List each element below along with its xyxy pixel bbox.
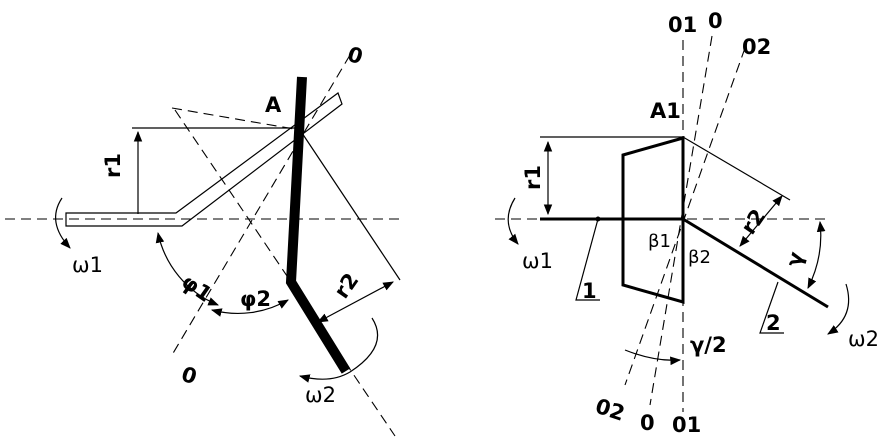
label-omega2-right: ω2 — [848, 327, 879, 351]
input-shaft — [65, 92, 343, 227]
omega1-rotation-arrow — [55, 197, 71, 249]
label-part-1: 1 — [582, 279, 597, 303]
part2-leader — [759, 281, 784, 334]
yoke-body — [621, 136, 685, 304]
output-shaft — [285, 76, 351, 374]
omega1-rotation-arrow-right — [507, 197, 519, 245]
label-r2-right: r2 — [736, 205, 770, 239]
r2-dimension-arrow — [317, 281, 394, 323]
part1-leader — [575, 218, 600, 301]
phi1-arc — [155, 231, 219, 306]
label-01-top: 01 — [668, 13, 697, 37]
left-aux-dash-b — [174, 109, 396, 437]
label-02-bottom: 02 — [592, 394, 627, 426]
left-aux-dash-a — [171, 107, 301, 131]
axis-0-0-line-right — [649, 35, 713, 406]
label-gamma: γ — [782, 249, 809, 269]
label-omega1: ω1 — [72, 253, 103, 277]
label-01-bottom: 01 — [672, 413, 701, 437]
label-omega2: ω2 — [305, 383, 336, 407]
output-shaft-right — [682, 217, 829, 309]
right-figure: A1 01 0 02 01 0 02 r1 r2 β1 β2 γ γ/2 ω1 … — [495, 9, 879, 437]
label-0-bottom: 0 — [178, 362, 199, 389]
label-r2: r2 — [329, 269, 363, 303]
label-0-top: 0 — [344, 42, 365, 69]
label-0-bottom-right: 0 — [640, 411, 655, 435]
gamma-half-arc — [624, 349, 682, 366]
label-A: A — [265, 93, 282, 117]
label-A1: A1 — [650, 99, 681, 123]
label-r1-right: r1 — [521, 165, 545, 190]
label-gamma-half: γ/2 — [690, 333, 727, 357]
label-phi2: φ2 — [240, 287, 271, 311]
omega2-rotation-arrow-right — [827, 283, 850, 335]
gamma-arc — [807, 220, 826, 289]
label-part-2: 2 — [766, 311, 781, 335]
axis-02-02-line — [624, 47, 746, 386]
omega2-rotation-arrow — [298, 317, 379, 383]
part1-leader-dot — [595, 216, 601, 222]
phi2-arc — [210, 299, 289, 317]
label-r1: r1 — [101, 153, 125, 178]
label-0-top-right: 0 — [708, 9, 723, 33]
label-beta1: β1 — [648, 231, 671, 252]
r2-extension-right — [682, 136, 791, 201]
label-02-top: 02 — [742, 35, 771, 59]
label-omega1-right: ω1 — [522, 249, 553, 273]
label-beta2: β2 — [688, 247, 711, 268]
r2-dimension-arrow-right — [739, 195, 783, 247]
left-figure: A 0 0 r1 r2 ω1 ω2 φ1 φ2 — [5, 42, 402, 437]
r2-extension-line — [299, 129, 401, 281]
